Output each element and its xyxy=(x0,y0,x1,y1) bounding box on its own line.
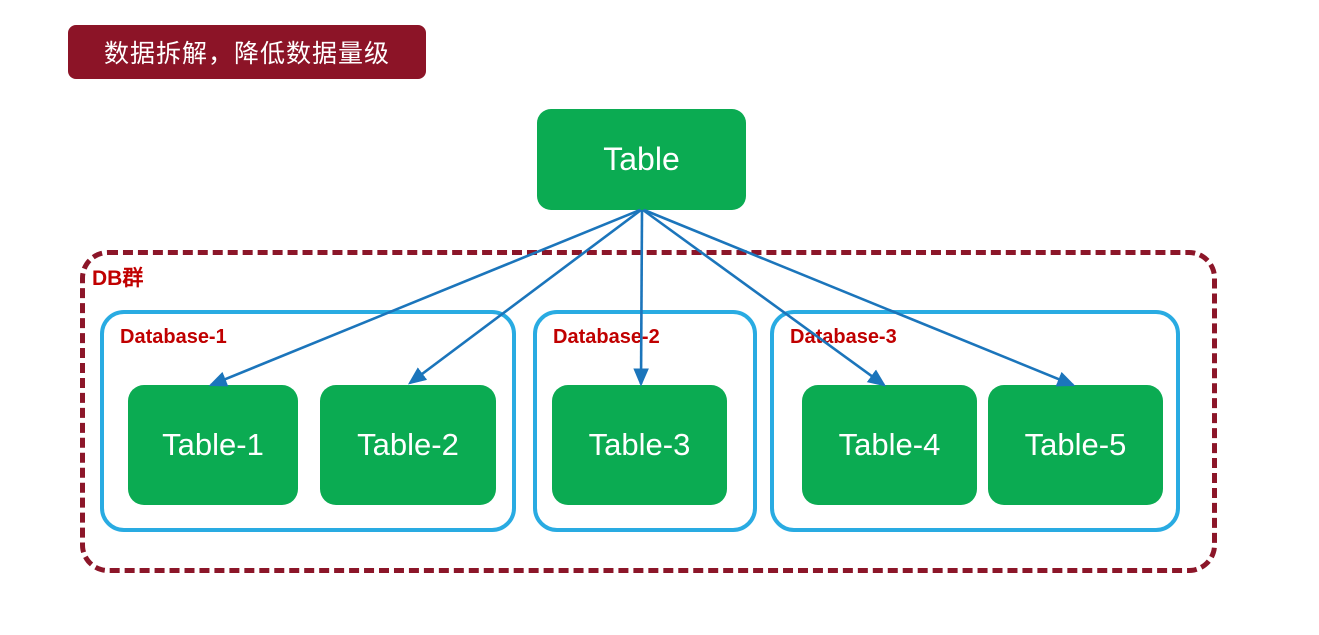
title-banner: 数据拆解，降低数据量级 xyxy=(68,25,426,79)
title-banner-text: 数据拆解，降低数据量级 xyxy=(103,41,390,68)
table-5-node: Table-5 xyxy=(988,385,1163,505)
table-1-label: Table-1 xyxy=(162,427,264,462)
database-3-label: Database-3 xyxy=(790,326,897,348)
table-3-label: Table-3 xyxy=(588,427,691,462)
database-1-label: Database-1 xyxy=(120,326,227,348)
table-4-label: Table-4 xyxy=(838,427,941,462)
root-table-label: Table xyxy=(603,141,680,177)
table-3-node: Table-3 xyxy=(552,385,727,505)
table-5-label: Table-5 xyxy=(1024,427,1127,462)
table-2-node: Table-2 xyxy=(320,385,496,505)
root-table-node: Table xyxy=(537,109,746,210)
table-2-label: Table-2 xyxy=(357,427,459,462)
table-1-node: Table-1 xyxy=(128,385,298,505)
table-4-node: Table-4 xyxy=(802,385,977,505)
database-2-label: Database-2 xyxy=(553,326,660,348)
db-group-label: DB群 xyxy=(92,267,144,290)
